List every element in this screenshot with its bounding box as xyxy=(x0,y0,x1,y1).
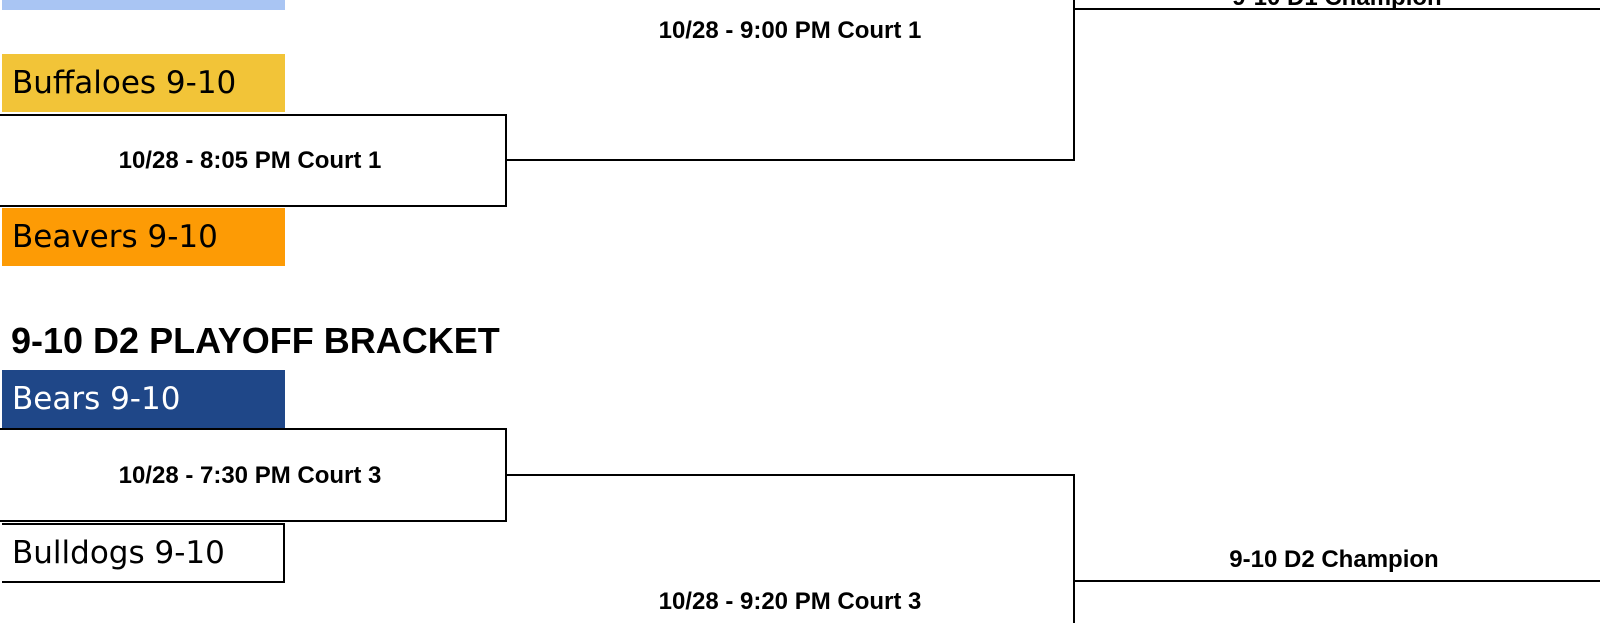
d2-semifinal-label: 10/28 - 9:20 PM Court 3 xyxy=(658,588,922,615)
d2-champion-line xyxy=(1074,580,1600,582)
d2-bracket-vertical xyxy=(1073,474,1075,623)
d1-prev-team-strip xyxy=(2,0,285,10)
team-bears: Bears 9-10 xyxy=(2,370,285,428)
d2-game1-connector xyxy=(507,474,1075,476)
d2-game1-label: 10/28 - 7:30 PM Court 3 xyxy=(118,462,382,489)
d2-champion-label: 9-10 D2 Champion xyxy=(1229,546,1439,573)
team-buffaloes: Buffaloes 9-10 xyxy=(2,54,285,112)
d1-champion-label: 9-10 D1 Champion xyxy=(1074,0,1600,8)
d1-champion-label-partial: 9-10 D1 Champion xyxy=(1074,0,1600,8)
team-bulldogs: Bulldogs 9-10 xyxy=(2,523,285,583)
d1-game2-connector xyxy=(507,159,1075,161)
team-beavers: Beavers 9-10 xyxy=(2,208,285,266)
d2-game1-box xyxy=(0,428,507,522)
d1-champion-line xyxy=(1074,8,1600,10)
d1-semifinal-label: 10/28 - 9:00 PM Court 1 xyxy=(658,17,922,44)
d1-game2-label: 10/28 - 8:05 PM Court 1 xyxy=(118,147,382,174)
d2-bracket-title: 9-10 D2 PLAYOFF BRACKET xyxy=(11,320,500,361)
d1-bracket-vertical xyxy=(1073,0,1075,161)
d1-game2-box xyxy=(0,114,507,207)
